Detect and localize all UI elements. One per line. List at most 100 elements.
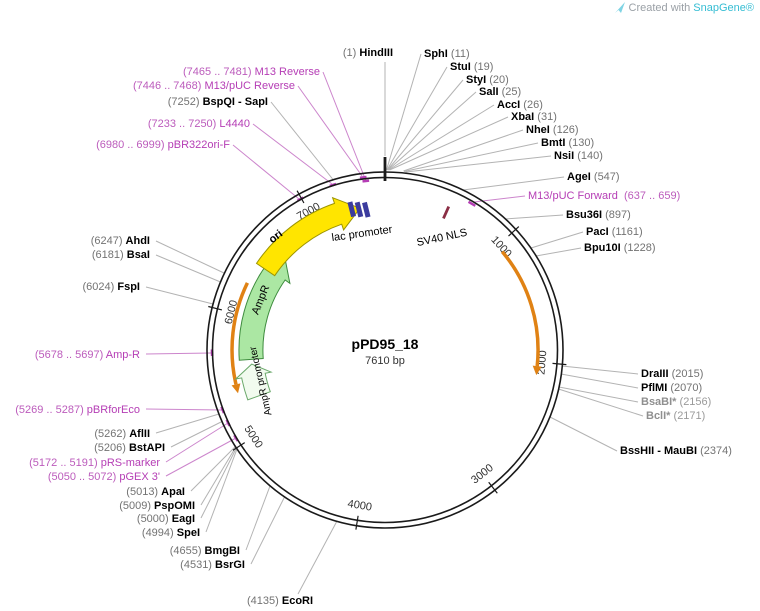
- site-name: PacI: [586, 226, 609, 238]
- site-name: Bsu36I: [566, 209, 603, 221]
- sv40-nls-glyph[interactable]: [442, 206, 451, 220]
- site-name: Bpu10I: [584, 242, 621, 254]
- arc-arrowhead: [532, 365, 542, 376]
- tick-label: 4000: [347, 498, 373, 514]
- site-label-apai[interactable]: (5013) ApaI: [126, 486, 185, 498]
- site-label-agei[interactable]: AgeI (547): [567, 171, 620, 183]
- site-label-bsabi[interactable]: BsaBI* (2156): [641, 396, 711, 408]
- site-position: (6181): [91, 249, 127, 261]
- site-label-bmgbi[interactable]: (4655) BmgBI: [170, 545, 240, 557]
- site-label-bspqi-sapi[interactable]: (7252) BspQI - SapI: [168, 96, 268, 108]
- site-label-prs-marker[interactable]: (5172 .. 5191) pRS-marker: [29, 457, 160, 469]
- site-label-ahdi[interactable]: (6247) AhdI: [91, 235, 150, 247]
- site-position: (7446 .. 7468): [132, 80, 205, 92]
- site-position: (5206): [94, 442, 129, 454]
- feature-label-lac-promoter[interactable]: lac promoter: [331, 224, 394, 244]
- site-label-nsii[interactable]: NsiI (140): [554, 150, 603, 162]
- site-name: BmgBI: [204, 545, 240, 557]
- site-position: (4655): [169, 545, 205, 557]
- site-label-bpu10i[interactable]: Bpu10I (1228): [584, 242, 656, 254]
- site-name: FspI: [117, 281, 140, 293]
- site-name: M13/pUC Forward: [528, 190, 618, 202]
- site-label-bsu36i[interactable]: Bsu36I (897): [566, 209, 631, 221]
- site-name: pRS-marker: [100, 457, 160, 469]
- site-label-pgex-3[interactable]: (5050 .. 5072) pGEX 3': [48, 471, 160, 483]
- tick-label: 3000: [469, 462, 496, 487]
- site-name: SalI: [479, 86, 499, 98]
- site-name: BsaI: [126, 249, 150, 261]
- site-position: (2171): [670, 410, 706, 422]
- site-position: (6247): [90, 235, 126, 247]
- site-label-nhei[interactable]: NheI (126): [526, 124, 579, 136]
- site-label-bsrgi[interactable]: (4531) BsrGI: [180, 559, 245, 571]
- site-position: (2070): [667, 382, 703, 394]
- site-label-amp-r[interactable]: (5678 .. 5697) Amp-R: [35, 349, 140, 361]
- misc-feature-arc-left[interactable]: [230, 282, 249, 394]
- site-label-pbr322ori-f[interactable]: (6980 .. 6999) pBR322ori-F: [96, 139, 230, 151]
- site-label-bcli[interactable]: BclI* (2171): [646, 410, 705, 422]
- site-label-fspi[interactable]: (6024) FspI: [83, 281, 140, 293]
- site-label-m13-reverse[interactable]: (7465 .. 7481) M13 Reverse: [183, 66, 320, 78]
- site-position: (7233 .. 7250): [147, 118, 220, 130]
- site-label-sphi[interactable]: SphI (11): [424, 48, 470, 60]
- tick-label: 5000: [241, 424, 264, 451]
- site-position: (5269 .. 5287): [15, 404, 87, 416]
- site-position: (11): [447, 48, 470, 60]
- site-label-ecori[interactable]: (4135) EcoRI: [247, 595, 313, 607]
- site-name: EagI: [171, 513, 195, 525]
- ampr-arrow[interactable]: [238, 259, 291, 361]
- tick-label: 1000: [488, 234, 513, 260]
- site-label-pbrforeco[interactable]: (5269 .. 5287) pBRforEco: [15, 404, 140, 416]
- site-label-bstapi[interactable]: (5206) BstAPI: [94, 442, 165, 454]
- site-label-bsai[interactable]: (6181) BsaI: [92, 249, 150, 261]
- site-name: pGEX 3': [119, 471, 160, 483]
- site-name: BstAPI: [128, 442, 165, 454]
- site-label-spei[interactable]: (4994) SpeI: [142, 527, 200, 539]
- site-label-aflii[interactable]: (5262) AflII: [94, 428, 150, 440]
- site-position: (5050 .. 5072): [47, 471, 120, 483]
- site-position: (140): [574, 150, 603, 162]
- site-position: (5172 .. 5191): [29, 457, 101, 469]
- site-name: pBR322ori-F: [167, 139, 230, 151]
- site-label-bmti[interactable]: BmtI (130): [541, 137, 594, 149]
- site-label-bsshii-maubi[interactable]: BssHII - MauBI (2374): [620, 445, 732, 457]
- site-label-hindiii[interactable]: (1) HindIII: [343, 47, 393, 59]
- site-label-l4440[interactable]: (7233 .. 7250) L4440: [148, 118, 250, 130]
- site-name: pBRforEco: [86, 404, 140, 416]
- site-name: NheI: [526, 124, 550, 136]
- site-label-m13-puc-forward[interactable]: M13/pUC Forward (637 .. 659): [528, 190, 680, 202]
- site-label-eagi[interactable]: (5000) EagI: [137, 513, 195, 525]
- site-label-pflmi[interactable]: PflMI (2070): [641, 382, 702, 394]
- site-position: (2015): [668, 368, 704, 380]
- site-label-styi[interactable]: StyI (20): [466, 74, 509, 86]
- site-label-pspomi[interactable]: (5009) PspOMI: [119, 500, 195, 512]
- site-position: (4135): [247, 595, 282, 607]
- site-position: (5678 .. 5697): [34, 349, 106, 361]
- site-name: EcoRI: [281, 595, 314, 607]
- site-label-sali[interactable]: SalI (25): [479, 86, 521, 98]
- site-label-paci[interactable]: PacI (1161): [586, 226, 643, 238]
- site-position: (5000): [136, 513, 172, 525]
- lac-promoter-glyph[interactable]: [347, 198, 371, 221]
- site-name: StyI: [466, 74, 487, 86]
- site-position: (25): [498, 86, 522, 98]
- watermark: Created with SnapGene®: [614, 2, 754, 14]
- site-name: BclI*: [646, 410, 671, 422]
- site-label-draiii[interactable]: DraIII (2015): [641, 368, 703, 380]
- site-position: (6024): [82, 281, 118, 293]
- feature-label-sv40-nls[interactable]: SV40 NLS: [416, 227, 469, 249]
- watermark-brand: SnapGene®: [693, 2, 754, 14]
- site-name: AgeI: [567, 171, 591, 183]
- site-label-xbai[interactable]: XbaI (31): [511, 111, 557, 123]
- site-position: (20): [486, 74, 509, 86]
- site-label-acci[interactable]: AccI (26): [497, 99, 543, 111]
- site-label-stui[interactable]: StuI (19): [450, 61, 493, 73]
- ampr-promoter-arrow[interactable]: [234, 363, 273, 401]
- site-position: (637 .. 659): [617, 190, 681, 202]
- site-name: L4440: [219, 118, 250, 130]
- site-position: (5262): [94, 428, 130, 440]
- site-position: (7252): [167, 96, 203, 108]
- site-label-m13-puc-reverse[interactable]: (7446 .. 7468) M13/pUC Reverse: [133, 80, 295, 92]
- misc-feature-arc-right[interactable]: [500, 250, 542, 376]
